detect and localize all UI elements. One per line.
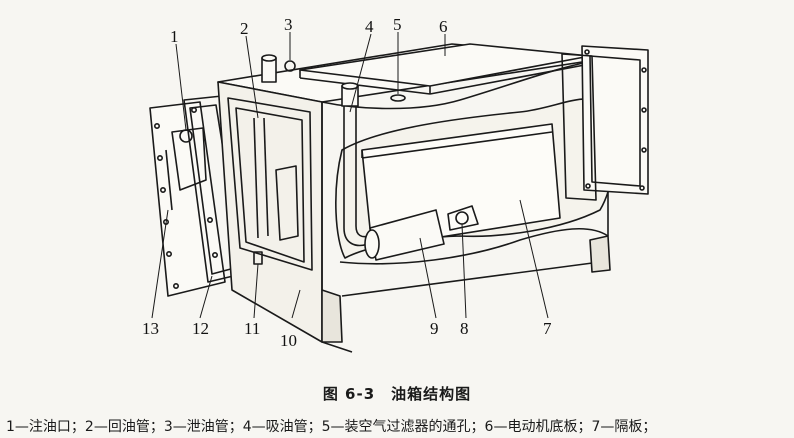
oil-tank-figure: 1 2 3 4 5 6 7 8 9 10 11 12 13	[142, 15, 649, 353]
callout-1: 1	[170, 27, 179, 46]
callout-5: 5	[393, 15, 402, 34]
figure-caption: 图 6-3 油箱结构图	[0, 383, 794, 404]
callout-7: 7	[543, 319, 552, 338]
callout-12: 12	[192, 319, 209, 338]
right-cover-plate	[561, 45, 649, 201]
callout-10: 10	[280, 331, 297, 350]
callout-4: 4	[365, 17, 374, 36]
leader-lines	[151, 32, 549, 319]
callout-9: 9	[430, 319, 439, 338]
figure-number: 图 6-3	[322, 385, 376, 403]
callout-3: 3	[284, 15, 293, 34]
callout-2: 2	[240, 19, 249, 38]
suction-pipe-assembly	[341, 82, 479, 261]
figure-title: 油箱结构图	[391, 385, 472, 403]
drain-pipe	[261, 54, 296, 83]
callout-11: 11	[244, 319, 260, 338]
figure-legend: 1—注油口；2—回油管；3—泄油管；4—吸油管；5—装空气过滤器的通孔；6—电动…	[6, 419, 657, 435]
callout-6: 6	[439, 17, 448, 36]
callout-8: 8	[460, 319, 469, 338]
return-pipe	[253, 117, 299, 241]
callout-13: 13	[142, 319, 159, 338]
left-cover-plate	[149, 101, 226, 297]
